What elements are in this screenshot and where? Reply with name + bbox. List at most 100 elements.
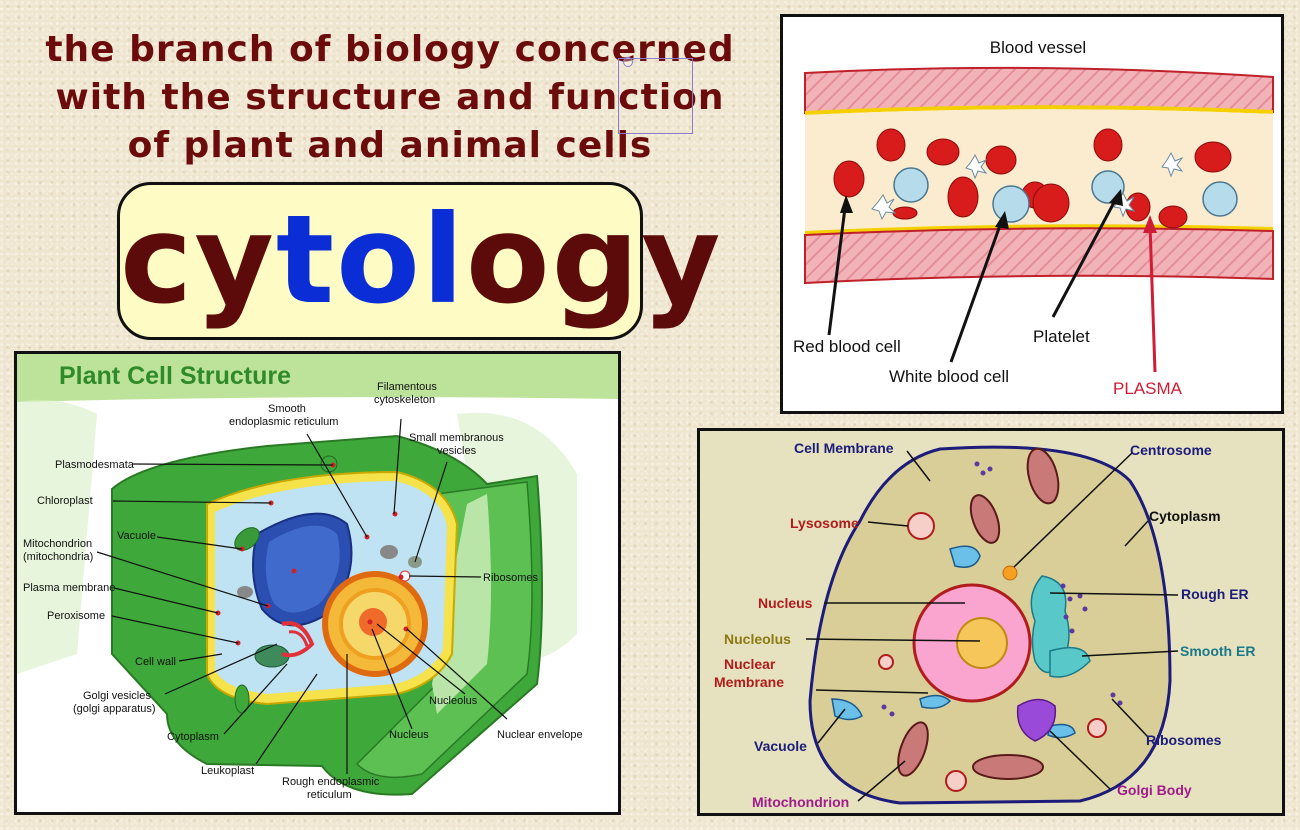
animal-cell-svg: Cell Membrane Centrosome Lysosome Cytopl… — [700, 431, 1282, 813]
animal-cell-diagram: Cell Membrane Centrosome Lysosome Cytopl… — [697, 428, 1285, 816]
nucleolus — [956, 617, 1008, 669]
vessel-title: Blood vessel — [990, 38, 1086, 57]
red-blood-cell — [947, 176, 979, 218]
label-white-blood-cell: White blood cell — [889, 367, 1009, 386]
arrowhead-icon — [840, 195, 853, 213]
vacuole — [831, 698, 863, 721]
red-blood-cell — [1194, 141, 1232, 173]
mitochondrion — [969, 494, 1001, 544]
label-plasma-membrane: Plasma membrane — [23, 582, 115, 594]
vessel-wall-line — [804, 224, 1274, 235]
mitochondrion — [972, 754, 1044, 780]
platelet — [871, 194, 897, 221]
label-cell-membrane: Cell Membrane — [794, 440, 894, 456]
label-red-blood-cell: Red blood cell — [793, 337, 901, 356]
label-nucleus: Nucleus — [758, 595, 813, 611]
label-leukoplast: Leukoplast — [201, 765, 254, 777]
label-small-vesicles: Small membranous — [409, 432, 504, 444]
red-blood-cell — [833, 160, 865, 198]
label-rough-er: reticulum — [307, 789, 352, 801]
label-nucleolus: Nucleolus — [429, 695, 478, 707]
label-golgi-body: Golgi Body — [1117, 782, 1192, 798]
label-nucleus: Nucleus — [389, 729, 429, 741]
smooth-er — [1049, 646, 1091, 678]
title-segment: cy — [120, 189, 276, 331]
label-centrosome: Centrosome — [1130, 442, 1212, 458]
vacuole — [1047, 723, 1076, 739]
arrowhead-icon — [995, 211, 1009, 229]
vacuole-inner — [265, 525, 340, 613]
arrowhead-icon — [1143, 215, 1157, 233]
white-blood-cell — [1202, 181, 1238, 217]
label-cytoplasm: Cytoplasm — [1149, 508, 1221, 524]
title-band — [17, 354, 618, 402]
title-segment: ogy — [465, 189, 723, 331]
plasma-area — [805, 109, 1273, 233]
plant-cell-diagram: Plant Cell Structure — [14, 351, 621, 815]
arrowhead-icon — [1109, 189, 1123, 206]
label-vacuole: Vacuole — [754, 738, 807, 754]
platelet — [965, 153, 988, 180]
label-rough-er: Rough ER — [1181, 586, 1249, 602]
label-golgi: (golgi apparatus) — [73, 703, 156, 715]
lysosome — [1087, 718, 1107, 738]
label-smooth-er: Smooth — [268, 403, 306, 415]
mitochondrion — [237, 586, 253, 598]
plant-cell-title: Plant Cell Structure — [59, 362, 291, 390]
label-mitochondrion: Mitochondrion — [752, 794, 849, 810]
lysosome — [878, 654, 894, 670]
arrow-platelet — [1051, 194, 1120, 318]
mitochondrion — [1026, 447, 1060, 505]
red-blood-cell — [926, 138, 960, 166]
label-nuclear-membrane: Membrane — [714, 674, 784, 690]
nucleolus — [359, 608, 387, 636]
platelet — [1161, 151, 1184, 178]
arrow-white-cell — [949, 216, 1005, 363]
lysosome — [907, 512, 935, 540]
title-segment: l — [422, 189, 466, 331]
label-rough-er: Rough endoplasmic — [282, 776, 380, 788]
title-segment: to — [275, 189, 422, 331]
mitochondrion — [380, 545, 398, 559]
definition-text: the branch of biology concerned with the… — [40, 26, 740, 170]
selection-box[interactable] — [618, 57, 693, 134]
blood-vessel-diagram: Blood vessel — [780, 14, 1284, 414]
red-blood-cell — [876, 128, 906, 162]
red-blood-cell — [1032, 183, 1070, 223]
label-lysosome: Lysosome — [790, 515, 859, 531]
arrow-plasma — [1148, 224, 1157, 373]
definition-line: of plant and animal cells — [127, 125, 653, 166]
label-small-vesicles: vesicles — [437, 445, 477, 457]
platelet — [1113, 191, 1136, 218]
red-blood-cell — [1093, 128, 1123, 162]
title-box: cytology — [117, 182, 721, 340]
golgi-apparatus — [288, 630, 309, 647]
vacuole — [919, 694, 952, 709]
vessel-wall-line — [804, 105, 1274, 115]
vessel-wall-bottom — [804, 227, 1274, 285]
label-nuclear-envelope: Nuclear envelope — [497, 729, 583, 741]
definition-line: with the structure and function — [55, 77, 725, 118]
label-plasmodesmata: Plasmodesmata — [55, 459, 135, 471]
centrosome — [1002, 565, 1018, 581]
label-filamentous: Filamentous — [377, 381, 437, 393]
mitochondrion — [897, 721, 929, 777]
label-ribosomes: Ribosomes — [483, 572, 539, 584]
vacuole — [949, 545, 981, 568]
blood-vessel-svg: Blood vessel — [793, 38, 1274, 398]
label-mitochondrion: (mitochondria) — [23, 551, 93, 563]
label-nuclear-membrane: Nuclear — [724, 656, 776, 672]
label-ribosomes: Ribosomes — [1146, 732, 1222, 748]
label-cell-wall: Cell wall — [135, 656, 176, 668]
label-vacuole: Vacuole — [117, 530, 156, 542]
rotation-handle-icon[interactable] — [623, 57, 633, 67]
label-filamentous: cytoskeleton — [374, 394, 435, 406]
label-mitochondrion: Mitochondrion — [23, 538, 92, 550]
label-platelet: Platelet — [1033, 327, 1090, 346]
background-shade — [17, 399, 97, 674]
golgi-body — [1016, 698, 1057, 742]
lysosome — [945, 770, 967, 792]
plant-cell-svg: Plant Cell Structure — [17, 354, 618, 812]
label-plasma: PLASMA — [1113, 379, 1183, 398]
label-cytoplasm: Cytoplasm — [167, 731, 219, 743]
